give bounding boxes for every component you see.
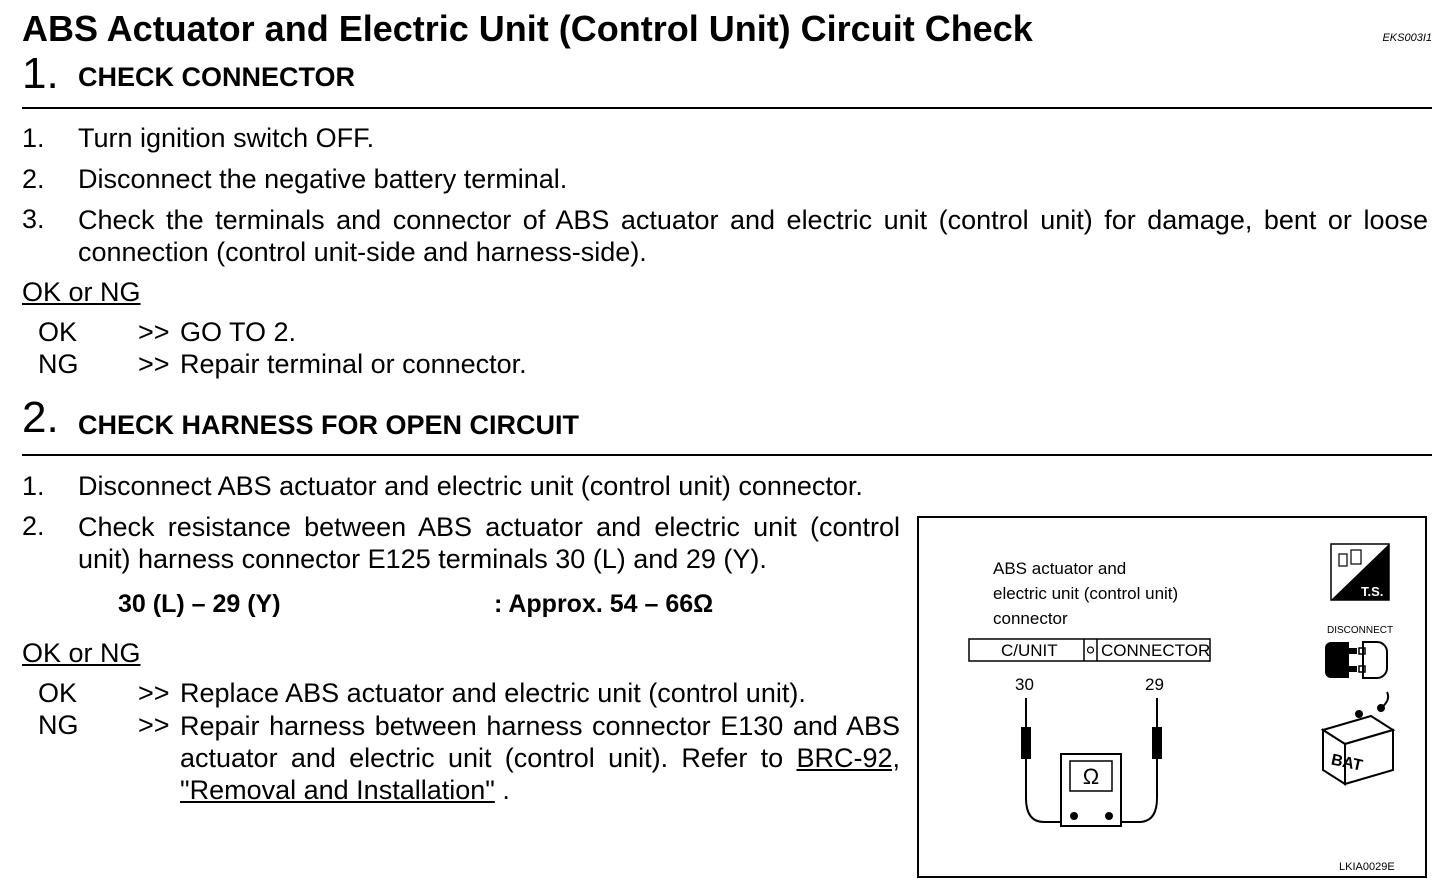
result-arrow: >> — [138, 317, 170, 347]
document-id: EKS003I1 — [1382, 32, 1432, 44]
section-2-heading: CHECK HARNESS FOR OPEN CIRCUIT — [78, 410, 580, 440]
battery-icon: BAT — [1320, 691, 1396, 786]
connector-label-line2: electric unit (control unit) — [993, 584, 1178, 603]
result-arrow: >> — [138, 349, 170, 379]
figure-id: LKIA0029E — [1339, 861, 1395, 873]
reference-link[interactable]: BRC-92, "Removal and Installation" — [180, 743, 900, 805]
step-number: 1. — [22, 123, 45, 153]
result-arrow: >> — [138, 710, 170, 740]
step-number: 1. — [22, 471, 45, 501]
step-text: Turn ignition switch OFF. — [78, 123, 375, 153]
result-arrow: >> — [138, 678, 170, 708]
result-code-ok: OK — [38, 317, 78, 347]
connector-label-line3: connector — [993, 609, 1068, 628]
step-text: Check the terminals and connector of ABS… — [78, 205, 1428, 267]
tools-icon: T.S. — [1330, 543, 1390, 601]
terminal-29-label: 29 — [1145, 675, 1164, 694]
section-2-divider — [22, 454, 1432, 456]
bat-label: BAT — [1330, 752, 1365, 775]
result-text-ok: GO TO 2. — [180, 317, 297, 347]
section-1-divider — [22, 107, 1432, 109]
spec-value: : Approx. 54 – 66Ω — [494, 590, 714, 618]
cunit-label: C/UNIT — [1001, 641, 1058, 660]
ok-or-ng-label: OK or NG — [22, 638, 141, 668]
section-1-number: 1. — [22, 49, 59, 98]
page-title: ABS Actuator and Electric Unit (Control … — [22, 8, 1033, 49]
result-code-ok: OK — [38, 678, 78, 708]
step-number: 2. — [22, 511, 45, 541]
terminal-30-label: 30 — [1015, 675, 1034, 694]
disconnect-icon — [1325, 641, 1388, 679]
section-1-heading: CHECK CONNECTOR — [78, 62, 356, 92]
step-text: Disconnect the negative battery terminal… — [78, 164, 568, 194]
connector-label-line1: ABS actuator and — [993, 559, 1126, 578]
connector-side-label: CONNECTOR — [1101, 641, 1210, 660]
result-text-ng: Repair terminal or connector. — [180, 349, 527, 379]
connector-block: C/UNIT CONNECTOR — [968, 638, 1211, 662]
ts-label: T.S. — [1361, 584, 1383, 599]
spec-terminals: 30 (L) – 29 (Y) — [118, 590, 281, 618]
diagram-svg: ABS actuator and electric unit (control … — [968, 543, 1396, 873]
step-text: Disconnect ABS actuator and electric uni… — [78, 471, 863, 501]
result-text-ok: Replace ABS actuator and electric unit (… — [180, 678, 806, 708]
ohmmeter — [1021, 698, 1162, 827]
disconnect-label: DISCONNECT — [1327, 625, 1393, 636]
result-text-ng: Repair harness between harness connector… — [180, 710, 900, 806]
step-text: Check resistance between ABS actuator an… — [78, 512, 900, 574]
step-number: 2. — [22, 164, 45, 194]
step-number: 3. — [22, 204, 45, 234]
result-code-ng: NG — [38, 349, 79, 379]
ohm-symbol: Ω — [1083, 764, 1099, 789]
section-2-number: 2. — [22, 393, 59, 442]
result-code-ng: NG — [38, 710, 79, 740]
circuit-diagram: ABS actuator and electric unit (control … — [917, 516, 1427, 878]
result-text-ng-suffix: . — [494, 775, 510, 805]
result-text-ng-body: Repair harness between harness connector… — [180, 711, 900, 773]
ok-or-ng-label: OK or NG — [22, 277, 141, 307]
